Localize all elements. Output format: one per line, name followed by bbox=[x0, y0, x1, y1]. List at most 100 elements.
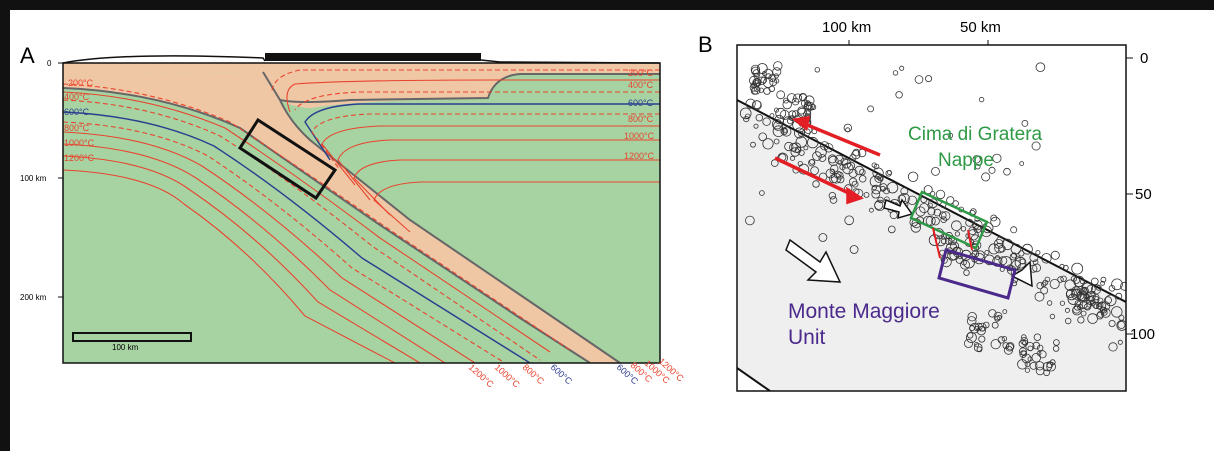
hypocentre bbox=[1035, 62, 1046, 72]
hypocentre bbox=[992, 153, 1002, 163]
hypocentre bbox=[791, 97, 800, 106]
hypocentre bbox=[997, 336, 1005, 344]
hypocentre bbox=[859, 168, 866, 176]
hypocentre bbox=[907, 171, 919, 183]
hypocentre bbox=[851, 150, 861, 160]
hypocentre bbox=[954, 231, 961, 237]
hypocentre bbox=[829, 196, 838, 204]
hypocentre bbox=[1035, 250, 1041, 256]
hypocentre bbox=[794, 127, 806, 139]
hypocentre bbox=[1036, 350, 1042, 356]
panel-b-frame bbox=[736, 44, 1127, 392]
hypocentre bbox=[814, 67, 820, 73]
hypocentre bbox=[1018, 347, 1027, 356]
hypocentre bbox=[1100, 306, 1108, 314]
hypocentre bbox=[1021, 353, 1032, 364]
hypocentre bbox=[885, 170, 892, 177]
hypocentre bbox=[977, 322, 987, 332]
top-tick-50: 50 km bbox=[960, 19, 1001, 36]
right-isotherm-labels: 200°C 400°C 600°C 800°C 1000°C 1200°C bbox=[624, 68, 655, 161]
hypocentre bbox=[753, 123, 759, 129]
monte-maggiore-label-line2: Unit bbox=[788, 326, 826, 349]
hypocentre bbox=[1064, 307, 1070, 313]
hypocentre bbox=[1004, 345, 1014, 355]
hypocentre bbox=[869, 207, 874, 213]
hypocentre bbox=[774, 107, 780, 113]
hypocentre bbox=[854, 165, 865, 176]
panel-a-frame bbox=[62, 62, 661, 364]
hypocentre bbox=[844, 215, 854, 226]
hypocentre bbox=[780, 127, 788, 135]
hypocentre bbox=[750, 87, 759, 95]
panel-a-section bbox=[63, 63, 660, 363]
hypocentre bbox=[1031, 141, 1041, 151]
hypocentre bbox=[1041, 253, 1052, 264]
hypocentre bbox=[899, 65, 905, 71]
hypocentre bbox=[976, 326, 986, 336]
hypocentre bbox=[824, 143, 834, 153]
hypocentre bbox=[783, 116, 794, 127]
hypocentre bbox=[771, 118, 783, 130]
hypocentre bbox=[1050, 250, 1060, 260]
hypocentre bbox=[779, 110, 790, 121]
hypocentre bbox=[990, 339, 1001, 350]
hypocentre bbox=[915, 206, 926, 217]
hypocentre bbox=[871, 189, 881, 199]
hypocentre bbox=[1035, 361, 1045, 371]
hypocentre bbox=[759, 190, 765, 196]
hypocentre bbox=[947, 132, 954, 139]
hypocentre bbox=[1020, 334, 1027, 340]
hypocentre bbox=[840, 157, 849, 166]
hypocentre bbox=[887, 225, 896, 234]
hypocentre bbox=[782, 99, 792, 110]
hypocentre bbox=[795, 136, 808, 148]
hypocentre bbox=[981, 172, 991, 182]
hypocentre bbox=[1029, 361, 1038, 370]
hypocentre bbox=[1059, 300, 1066, 306]
hypocentre bbox=[990, 216, 1001, 227]
hypocentre bbox=[788, 110, 797, 119]
hypocentre bbox=[960, 259, 970, 270]
hypocentre bbox=[1059, 263, 1065, 270]
hypocentre bbox=[750, 82, 757, 89]
hypocentre bbox=[1006, 342, 1015, 351]
panel-b-right-axis: 0 50 100 bbox=[1126, 50, 1155, 343]
hypocentre bbox=[1100, 280, 1105, 286]
hypocentre bbox=[982, 321, 990, 329]
panel-a-depth-axis: 0 100 km 200 km bbox=[20, 59, 63, 302]
hypocentre bbox=[849, 153, 857, 161]
hypocentre bbox=[1080, 310, 1087, 317]
hypocentre bbox=[762, 138, 774, 150]
hypocentre bbox=[994, 242, 1005, 254]
hypocentre bbox=[960, 226, 967, 232]
hypocentre bbox=[910, 222, 922, 233]
hypocentre bbox=[1025, 341, 1035, 351]
shear-arrows bbox=[774, 115, 881, 205]
right-tick-50: 50 bbox=[1135, 186, 1152, 203]
hypocentre bbox=[907, 195, 918, 206]
bottom-outer-1000: 1000°C bbox=[493, 362, 522, 390]
hypocentre bbox=[755, 113, 763, 122]
hypocentre bbox=[974, 325, 980, 331]
cima-di-gratera-box bbox=[909, 190, 989, 250]
scale-bar bbox=[72, 332, 192, 342]
hypocentre bbox=[773, 120, 784, 131]
right-isotherm-200: 200°C bbox=[628, 68, 654, 78]
left-isotherm-labels: 200°C 400°C 600°C 800°C 1000°C 1200°C bbox=[64, 78, 95, 163]
hypocentre bbox=[849, 245, 859, 254]
hypocentre bbox=[900, 187, 909, 196]
hypocentre bbox=[1036, 344, 1044, 352]
hypocentre bbox=[1064, 279, 1076, 291]
hypocentre bbox=[1024, 361, 1031, 367]
hypocentre bbox=[871, 184, 881, 195]
hypocentre bbox=[808, 159, 816, 167]
hypocentre bbox=[851, 180, 859, 188]
hypocentre bbox=[841, 158, 852, 169]
hypocentre bbox=[1034, 291, 1045, 302]
hypocentre bbox=[931, 216, 940, 226]
flow-arrows bbox=[785, 198, 1033, 288]
hypocentre bbox=[758, 132, 767, 142]
hypocentre bbox=[818, 233, 828, 242]
hypocentre bbox=[895, 91, 903, 99]
hypocentre bbox=[843, 123, 852, 133]
